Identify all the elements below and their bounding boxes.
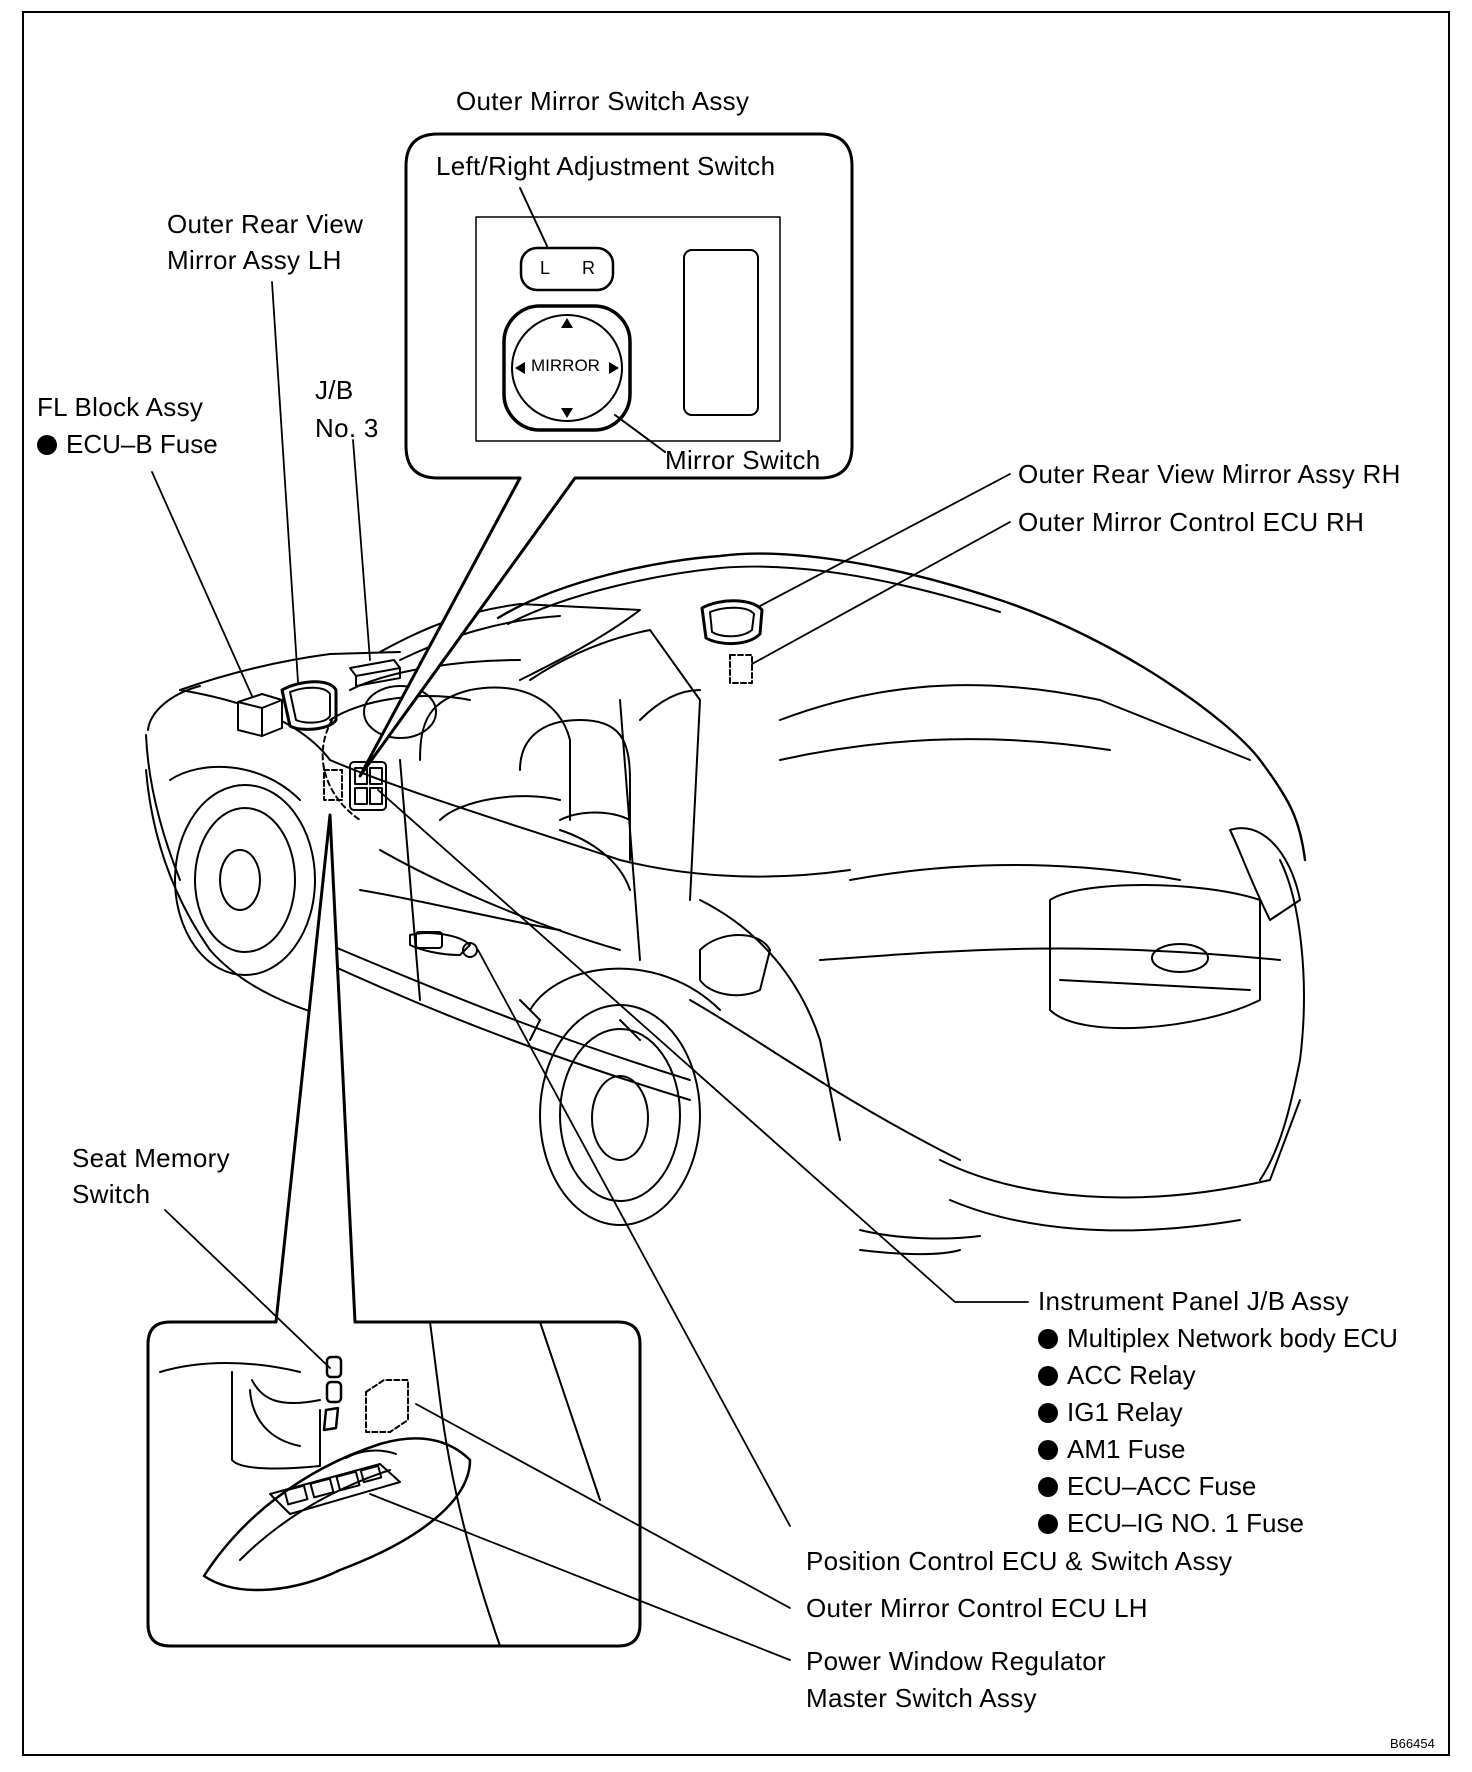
mirror-switch-inset (358, 132, 854, 778)
label-power-window-line1: Power Window Regulator (806, 1646, 1106, 1676)
label-outer-mirror-control-ecu-lh: Outer Mirror Control ECU LH (806, 1593, 1148, 1623)
list-item: IG1 Relay (1038, 1394, 1398, 1431)
switch-mirror-text: MIRROR (531, 356, 600, 375)
window-switch-inset (146, 813, 642, 1648)
label-jb-no3-line2: No. 3 (315, 413, 379, 443)
label-seat-memory-line2: Switch (72, 1179, 151, 1209)
vehicle-components (237, 599, 764, 821)
label-left-right-adjustment-switch: Left/Right Adjustment Switch (436, 151, 776, 181)
label-power-window-line2: Master Switch Assy (806, 1683, 1037, 1713)
label-ecu-b-fuse: ECU–B Fuse (37, 426, 218, 463)
bullet-icon (37, 435, 57, 455)
list-item: ACC Relay (1038, 1357, 1398, 1394)
label-outer-mirror-control-ecu-rh: Outer Mirror Control ECU RH (1018, 507, 1365, 537)
vehicle-outline (145, 552, 1307, 1256)
list-item: ECU–IG NO. 1 Fuse (1038, 1505, 1398, 1542)
bullet-icon (1038, 1514, 1058, 1534)
instrument-panel-item-list: Multiplex Network body ECU ACC Relay IG1… (1038, 1320, 1398, 1542)
list-item: AM1 Fuse (1038, 1431, 1398, 1468)
label-outer-mirror-switch-assy: Outer Mirror Switch Assy (456, 86, 750, 116)
diagram-frame (22, 11, 1450, 1756)
label-fl-block-assy: FL Block Assy (37, 392, 204, 422)
list-item: Multiplex Network body ECU (1038, 1320, 1398, 1357)
bullet-icon (1038, 1403, 1058, 1423)
bullet-icon (1038, 1366, 1058, 1386)
switch-r-letter: R (582, 258, 595, 278)
label-outer-rear-view-mirror-lh-line2: Mirror Assy LH (167, 245, 342, 275)
switch-l-letter: L (540, 258, 551, 278)
label-mirror-switch: Mirror Switch (665, 445, 821, 475)
bullet-icon (1038, 1329, 1058, 1349)
label-jb-no3-line1: J/B (315, 375, 354, 405)
label-position-control-ecu: Position Control ECU & Switch Assy (806, 1546, 1233, 1576)
leader-lines (151, 281, 1029, 1661)
label-outer-rear-view-mirror-rh: Outer Rear View Mirror Assy RH (1018, 459, 1401, 489)
bullet-icon (1038, 1440, 1058, 1460)
label-outer-rear-view-mirror-lh-line1: Outer Rear View (167, 209, 364, 239)
label-instrument-panel-jb-assy: Instrument Panel J/B Assy (1038, 1286, 1349, 1316)
list-item: ECU–ACC Fuse (1038, 1468, 1398, 1505)
bullet-icon (1038, 1477, 1058, 1497)
label-seat-memory-line1: Seat Memory (72, 1143, 230, 1173)
figure-code: B66454 (1390, 1736, 1435, 1751)
